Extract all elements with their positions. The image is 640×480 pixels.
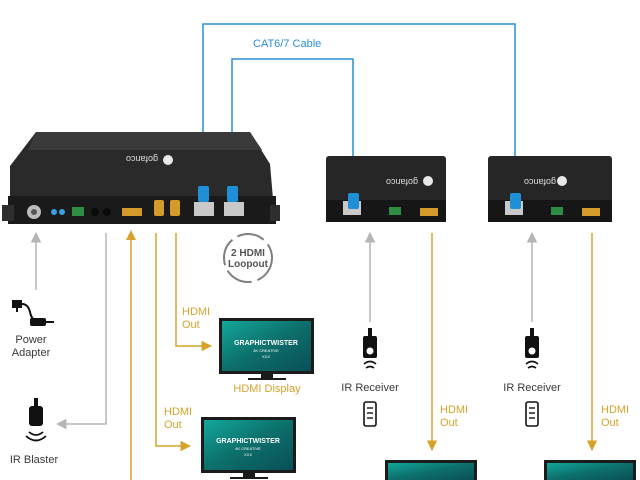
hdmi-out-label-1: HDMI Out [182, 306, 211, 331]
power-adapter-label: Power Adapter [11, 334, 51, 359]
hdmi-display-tv-4 [544, 460, 636, 480]
hdmi-out-label-3: HDMI Out [440, 404, 469, 429]
ir-blaster-icon [25, 398, 47, 442]
hdmi-display-tv-2 [201, 417, 296, 479]
transmitter-brand-label: gofanco [126, 154, 158, 164]
ir-blaster-arrow [55, 233, 107, 430]
loopout-label: 2 HDMI Loopout [228, 248, 268, 270]
loopout-badge [223, 233, 273, 283]
hdmi-loopout-arrow-2 [155, 233, 192, 452]
ir-blaster-label: IR Blaster [9, 454, 59, 466]
tv-1-title: GRAPHICTWISTER [234, 340, 298, 347]
receiver-2-brand-label: gofanco [524, 177, 556, 187]
receiver-1-device [326, 156, 446, 222]
power-adapter-icon [12, 300, 54, 326]
receiver-2-device [488, 156, 612, 222]
cable-transmitter-to-receiver-1 [231, 58, 354, 197]
tv-2-code: XXX [244, 452, 252, 457]
hdmi-display-tv-3 [385, 460, 477, 480]
tv-1-subtitle: 4K CREATIVE [253, 348, 279, 353]
rj45-plug-icon [198, 186, 521, 209]
cat6-cable-label: CAT6/7 Cable [253, 38, 322, 50]
tv-1-code: XXX [262, 354, 270, 359]
hdmi-out-label-2: HDMI Out [164, 406, 193, 431]
tv-2-title: GRAPHICTWISTER [216, 438, 280, 445]
hdmi-out-label-4: HDMI Out [601, 404, 630, 429]
remote-control-1-icon [363, 401, 377, 427]
ir-receiver-1-label: IR Receiver [341, 382, 399, 394]
tv-2-subtitle: 4K CREATIVE [235, 446, 261, 451]
cable-transmitter-to-receiver-2 [202, 23, 516, 197]
transmitter-device [2, 132, 280, 224]
ir-receiver-2-label: IR Receiver [503, 382, 561, 394]
receiver-1-brand-label: gofanco [386, 177, 418, 187]
hdmi-display-tv-1 [219, 318, 314, 380]
ir-receiver-2-icon [525, 328, 539, 369]
ir-receiver-1-icon [363, 328, 377, 369]
hdmi-loopout-arrow-1 [175, 233, 213, 352]
hdmi-display-label: HDMI Display [233, 383, 301, 395]
remote-control-2-icon [525, 401, 539, 427]
